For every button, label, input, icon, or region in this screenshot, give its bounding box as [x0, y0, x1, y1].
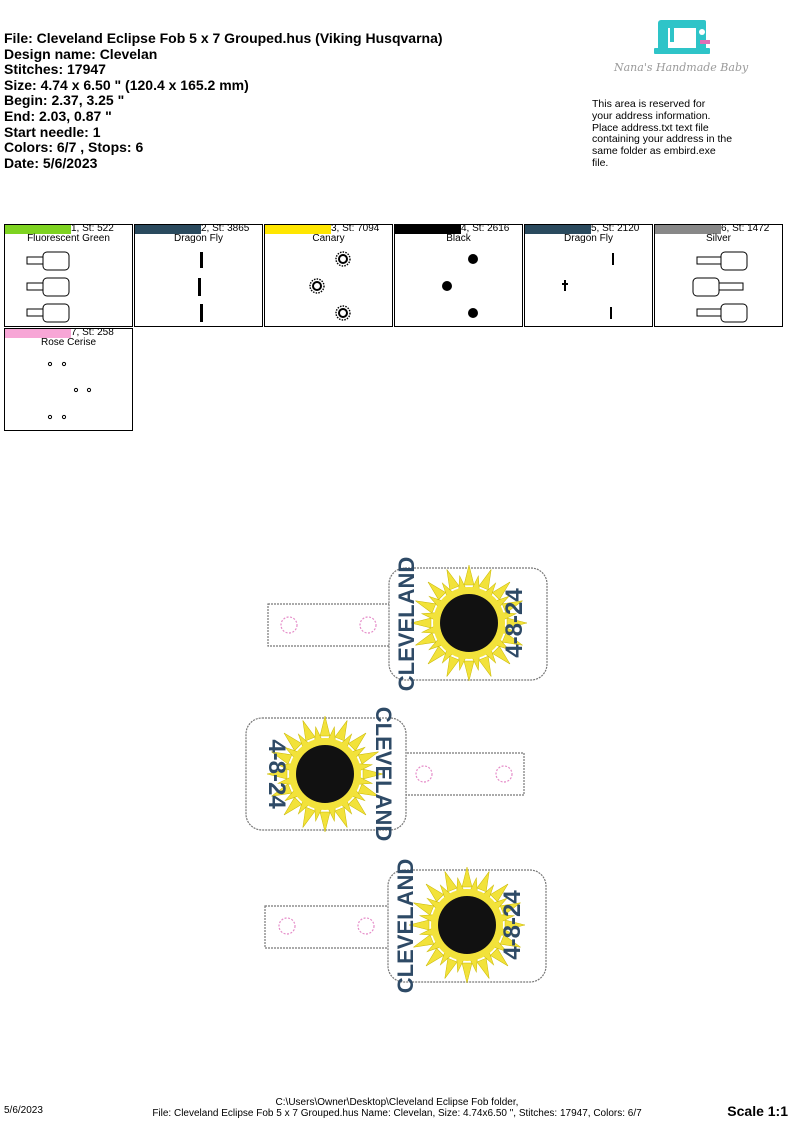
address-line: file.	[592, 156, 609, 169]
stop-thumbnail	[47, 361, 92, 420]
color-stop-2: 2, St: 3865 Dragon Fly	[134, 223, 263, 327]
color-stop-7: 7, St: 258 Rose Cerise	[4, 327, 133, 431]
design-size: Size: 4.74 x 6.50 " (120.4 x 165.2 mm)	[4, 76, 249, 93]
color-swatch	[395, 225, 461, 234]
color-swatch	[5, 225, 71, 234]
footer-file-info: C:\Users\Owner\Desktop\Cleveland Eclipse…	[0, 1097, 794, 1119]
footer-file-line: File: Cleveland Eclipse Fob 5 x 7 Groupe…	[152, 1108, 642, 1119]
color-count: Colors: 6/7 , Stops: 6	[4, 139, 144, 156]
stop-label: 5, St: 2120	[591, 223, 640, 234]
thread-name: Rose Cerise	[40, 337, 97, 348]
logo: Nana's Handmade Baby	[600, 14, 760, 84]
design-date: Date: 5/6/2023	[4, 154, 98, 171]
address-line: your address information.	[592, 109, 711, 122]
fob-design-3: CLEVELAND 4-8-24	[264, 859, 547, 993]
thread-name: Black	[446, 233, 471, 244]
design-name: Design name: Clevelan	[4, 45, 158, 62]
start-needle: Start needle: 1	[4, 123, 101, 140]
stop-thumbnail	[692, 251, 748, 323]
stop-label: 4, St: 2616	[461, 223, 510, 234]
fob-date: 4-8-24	[499, 890, 526, 960]
sewing-machine-icon	[654, 20, 710, 54]
stop-thumbnail	[309, 251, 351, 321]
stop-label: 6, St: 1472	[721, 223, 770, 234]
stop-label: 7, St: 258	[71, 327, 114, 338]
design-info: File: Cleveland Eclipse Fob 5 x 7 Groupe…	[4, 30, 443, 171]
stop-label: 2, St: 3865	[201, 223, 250, 234]
fob-date: 4-8-24	[263, 739, 290, 809]
stop-thumbnail	[198, 252, 203, 322]
color-stop-4: 4, St: 2616 Black	[394, 223, 523, 327]
stop-label: 1, St: 522	[71, 223, 114, 234]
fob-date: 4-8-24	[501, 588, 528, 658]
color-swatch	[135, 225, 201, 234]
fob-design-1: CLEVELAND 4-8-24	[267, 557, 548, 691]
fob-city: CLEVELAND	[394, 557, 419, 691]
file-line: File: Cleveland Eclipse Fob 5 x 7 Groupe…	[4, 30, 443, 46]
address-line: containing your address in the	[592, 133, 733, 146]
scale-label: Scale 1:1	[727, 1103, 788, 1119]
thread-name: Canary	[312, 233, 345, 244]
logo-text: Nana's Handmade Baby	[614, 61, 749, 74]
fob-design-2: CLEVELAND 4-8-24	[245, 707, 525, 841]
thread-name: Silver	[705, 233, 731, 244]
address-line: Place address.txt text file	[592, 121, 709, 134]
stop-label: 3, St: 7094	[331, 223, 380, 234]
fob-city: CLEVELAND	[393, 859, 418, 993]
stop-thumbnail	[26, 251, 70, 323]
color-stop-5: 5, St: 2120 Dragon Fly	[524, 223, 653, 327]
color-stop-1: 1, St: 522 Fluorescent Green	[4, 223, 133, 327]
end-coords: End: 2.03, 0.87 "	[4, 107, 112, 124]
address-line: same folder as embird.exe	[592, 145, 716, 158]
color-stop-6: 6, St: 1472 Silver	[654, 223, 783, 327]
color-swatch	[265, 225, 331, 234]
footer-path-line: C:\Users\Owner\Desktop\Cleveland Eclipse…	[275, 1097, 519, 1108]
stop-thumbnail	[442, 254, 478, 318]
fob-city: CLEVELAND	[371, 707, 396, 841]
stop-thumbnail	[562, 253, 614, 319]
color-swatch	[525, 225, 591, 234]
color-swatch	[5, 329, 71, 338]
address-box: This area is reserved for your address i…	[592, 98, 762, 170]
thread-name: Dragon Fly	[174, 233, 223, 244]
stitch-count: Stitches: 17947	[4, 61, 106, 78]
thread-name: Fluorescent Green	[27, 233, 110, 244]
color-stop-3: 3, St: 7094 Canary	[264, 223, 393, 327]
begin-coords: Begin: 2.37, 3.25 "	[4, 92, 125, 109]
footer-date: 5/6/2023	[4, 1105, 43, 1116]
color-swatch	[655, 225, 721, 234]
address-line: This area is reserved for	[592, 98, 706, 110]
thread-name: Dragon Fly	[564, 233, 613, 244]
